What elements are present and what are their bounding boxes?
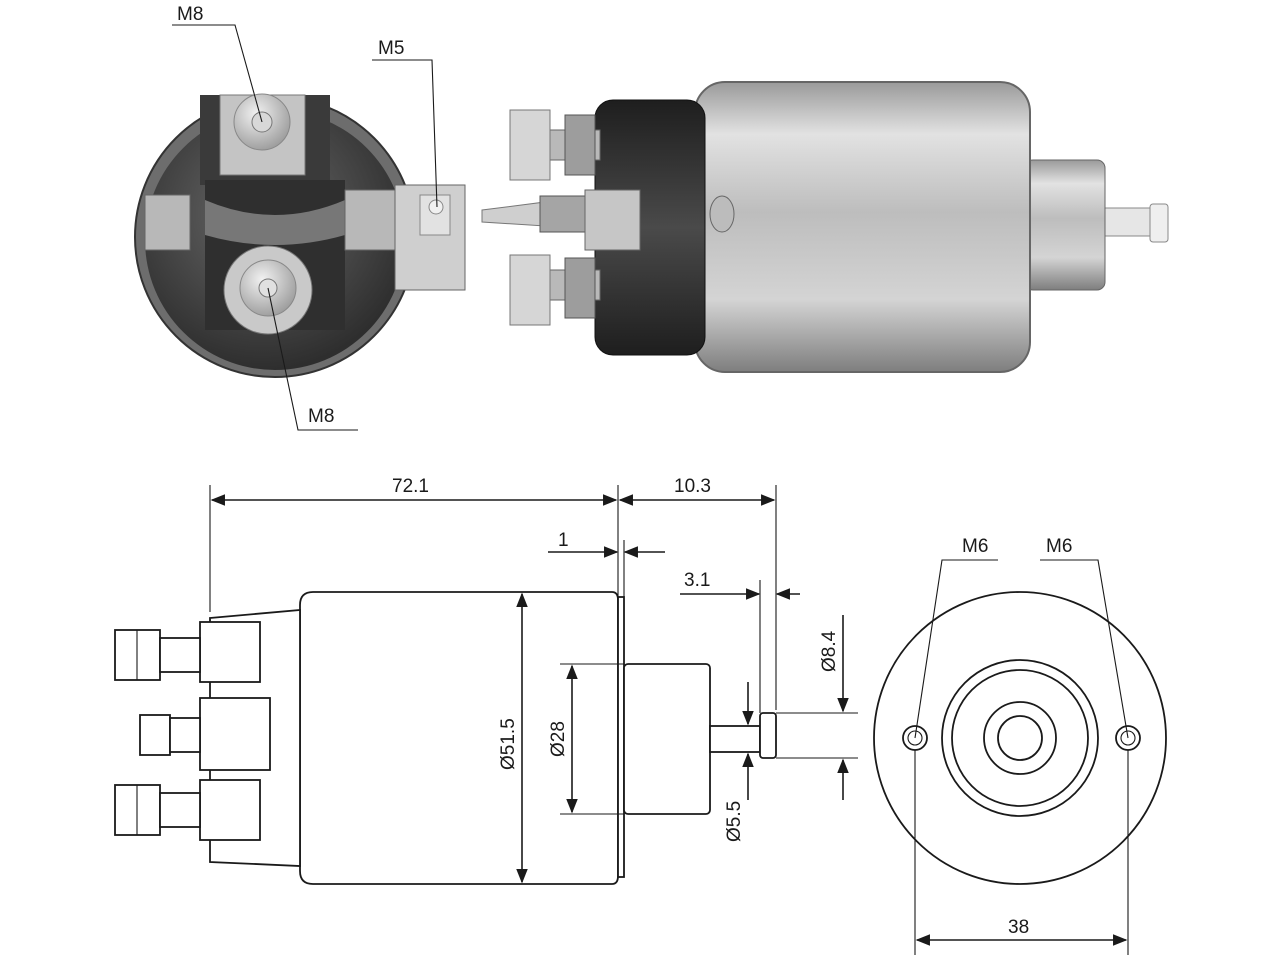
- callout-m5: M5: [378, 38, 404, 59]
- dim-plunger-protrusion: 10.3: [674, 476, 711, 497]
- drawing-front-view: [873, 591, 1167, 885]
- side-elevation-dimensions: [209, 485, 858, 884]
- dim-mount-spacing: 38: [1008, 917, 1029, 938]
- dim-body-length: 72.1: [392, 476, 429, 497]
- side-terminals-photo: [481, 109, 641, 326]
- callout-m8-top: M8: [177, 4, 203, 25]
- photo-callouts: [172, 24, 438, 431]
- dim-boss-diameter: Ø28: [548, 721, 569, 757]
- label-m6-right: M6: [1046, 536, 1072, 557]
- drawing-terminals: [114, 621, 271, 841]
- callout-m8-bottom: M8: [308, 406, 334, 427]
- front-view-dimensions: [914, 559, 1129, 955]
- dim-shaft-diameter: Ø5.5: [724, 801, 745, 842]
- dim-flange-thickness: 1: [558, 530, 569, 551]
- dim-body-diameter: Ø51.5: [498, 718, 519, 770]
- photo-end-view: [134, 93, 466, 378]
- dim-tip-diameter: Ø8.4: [819, 630, 840, 672]
- drawing-side-elevation: [114, 591, 777, 885]
- photo-side-view: [481, 81, 1169, 373]
- dim-tip-length: 3.1: [684, 570, 710, 591]
- control-terminal-photo: [394, 184, 466, 291]
- label-m6-left: M6: [962, 536, 988, 557]
- top-terminal-photo: [219, 93, 306, 176]
